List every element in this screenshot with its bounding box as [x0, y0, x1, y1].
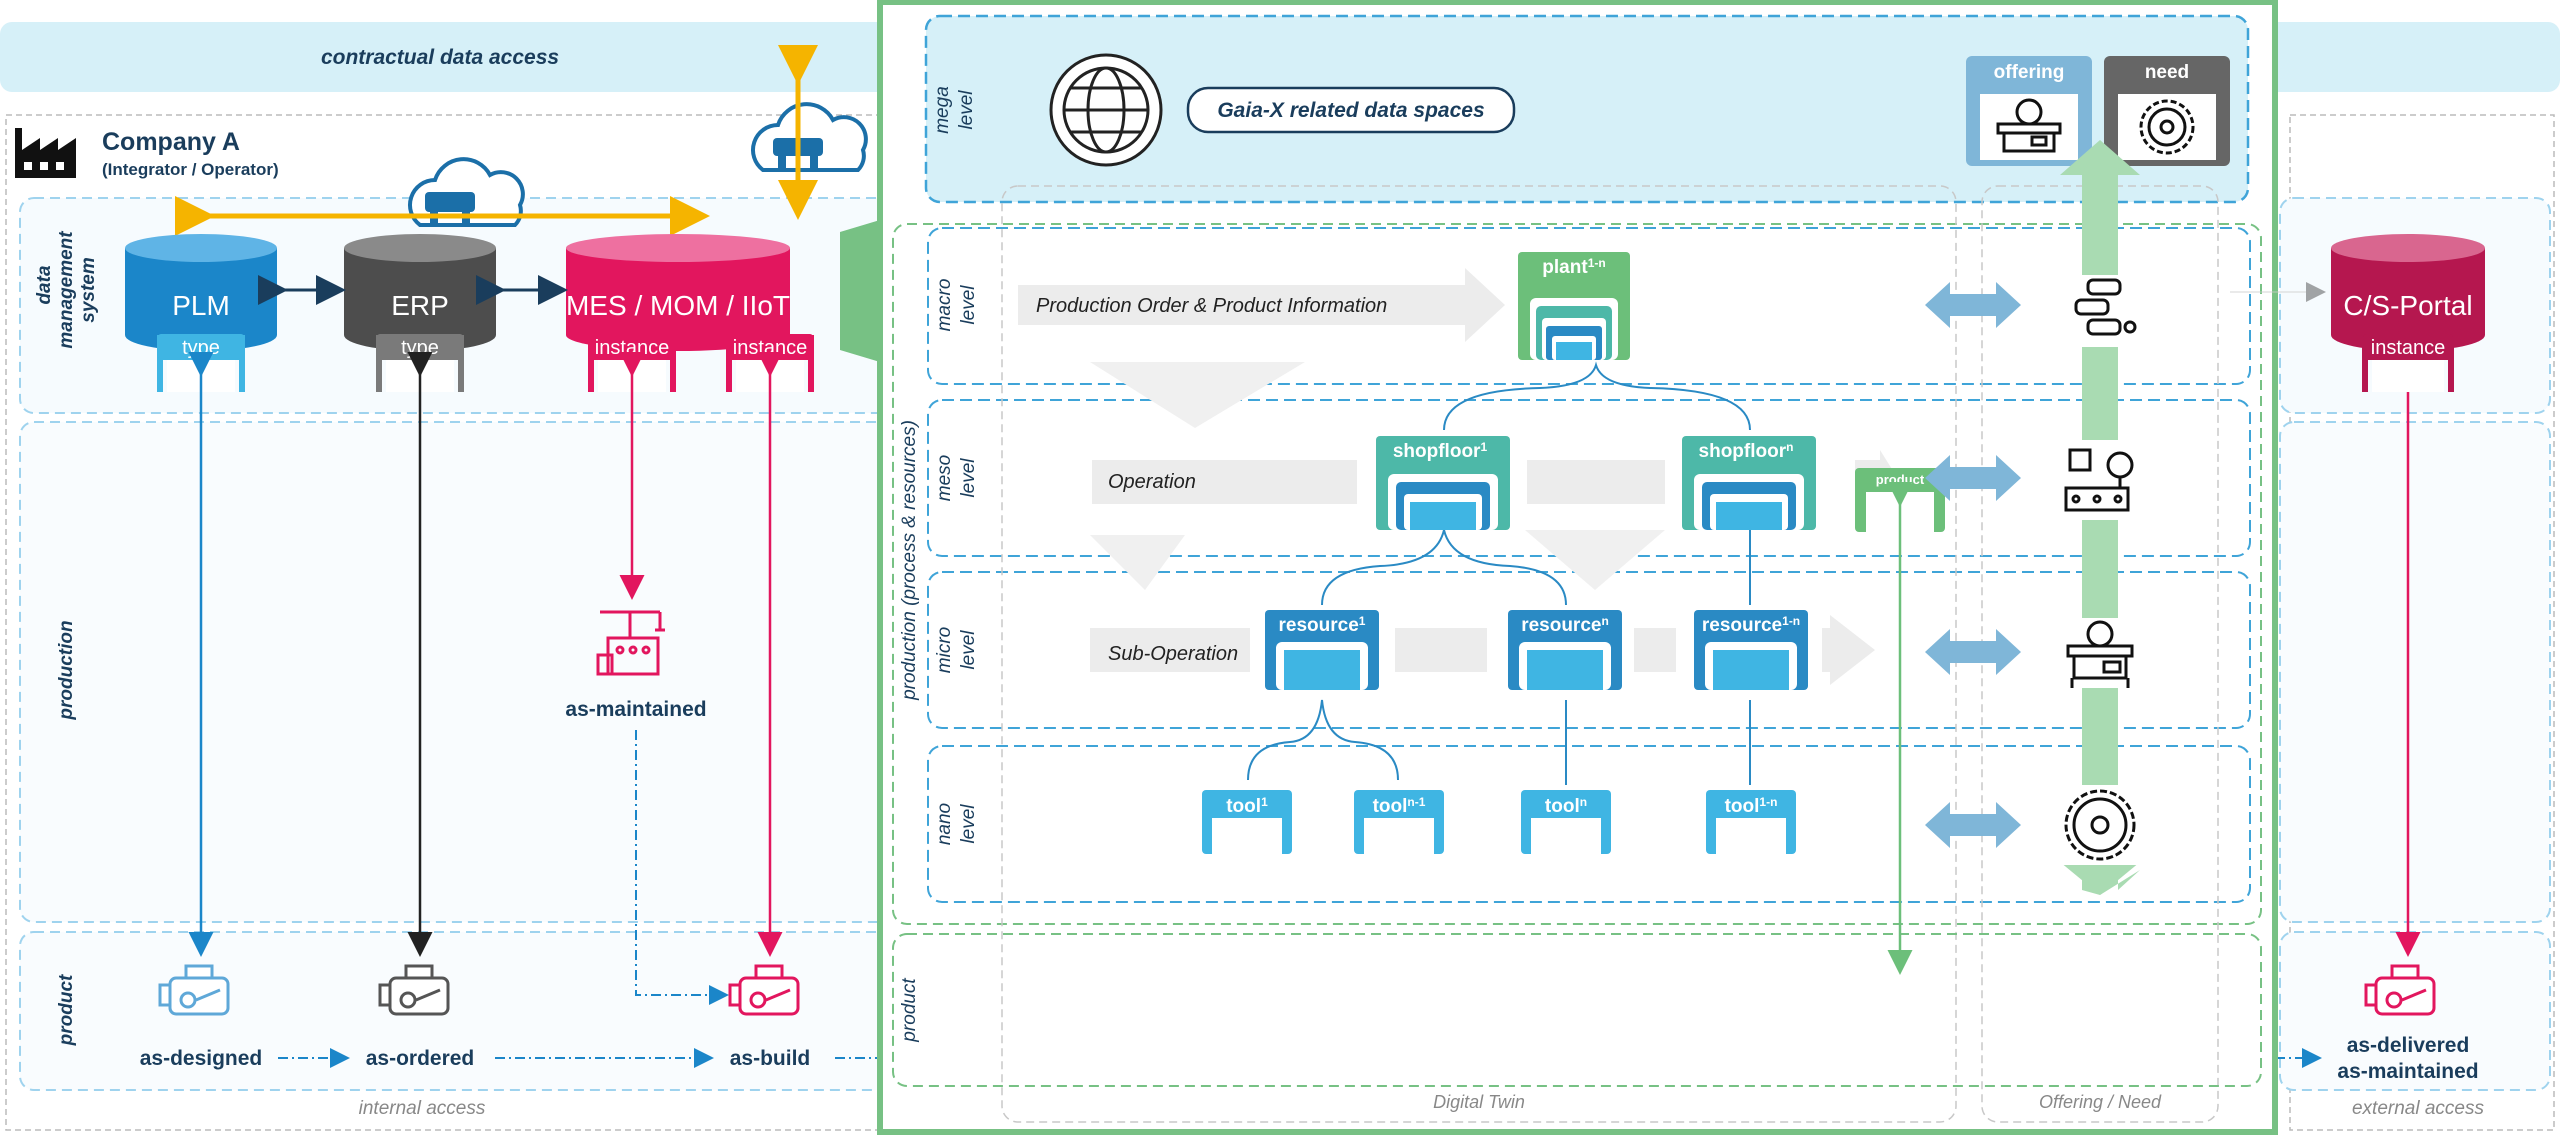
resource-1n-label: resource1-n [1702, 614, 1800, 636]
nano-level-label-1: nano [934, 803, 955, 845]
production-group-label: production (process & resources) [899, 420, 920, 701]
production-line-icon [2062, 440, 2138, 520]
shopfloor-1-node [1376, 436, 1510, 530]
internal-access-label: internal access [359, 1098, 486, 1119]
resource-1-node [1265, 610, 1379, 690]
macro-level-label-2: level [958, 285, 979, 325]
macro-flow-label: Production Order & Product Information [1036, 295, 1387, 317]
cs-portal-database [2331, 234, 2485, 392]
robot-arm-icon [596, 610, 665, 676]
macro-flow-arrow [1018, 268, 1505, 342]
mega-level-label-2: level [956, 90, 977, 130]
engine-icon [158, 964, 230, 1016]
erp-name: ERP [391, 290, 449, 321]
row-label-product: product [56, 974, 77, 1046]
as-delivered-label: as-delivered [2347, 1034, 2470, 1057]
shopfloor-n-label: shopfloorn [1699, 440, 1794, 462]
tool-1-label: tool1 [1226, 795, 1268, 817]
cs-portal-tab: instance [2371, 337, 2446, 359]
micro-level-label-2: level [958, 630, 979, 670]
mega-level-label-1: mega [932, 86, 953, 134]
product-level-panel [892, 933, 2262, 1087]
meso-level-label-2: level [958, 458, 979, 498]
row-production-ext [2279, 421, 2551, 923]
tool-n1-node [1354, 790, 1444, 854]
meso-level-label-1: meso [934, 455, 955, 501]
offering-need-label: Offering / Need [2039, 1092, 2162, 1112]
process-flow-icon [2074, 275, 2146, 347]
cs-portal-name: C/S-Portal [2343, 290, 2472, 321]
mes-tab-1: instance [595, 337, 670, 359]
engine-icon [728, 964, 800, 1016]
tool-1-node [1202, 790, 1292, 854]
gaiax-pill [1186, 86, 1516, 134]
mega-level-panel [924, 14, 2250, 204]
meso-flow-bar [1092, 460, 1357, 504]
meso-flow-label: Operation [1108, 471, 1196, 493]
shopfloor-n-node [1682, 436, 1816, 530]
tool-n-node [1521, 790, 1611, 854]
plant-node [1518, 252, 1630, 360]
as-ordered-label: as-ordered [366, 1047, 475, 1070]
plm-database [125, 234, 277, 392]
row-product [19, 931, 901, 1091]
tool-n-label: tooln [1545, 795, 1587, 817]
gaiax-label: Gaia-X related data spaces [1217, 99, 1484, 122]
resource-1n-node [1694, 610, 1808, 690]
need-label: need [2145, 62, 2189, 83]
tool-1n-node [1706, 790, 1796, 854]
offering-label: offering [1994, 62, 2065, 83]
row-label-dms-3: system [78, 257, 99, 323]
as-delivered-maint-label: as-maintained [2337, 1060, 2478, 1083]
mes-into-frame [840, 220, 880, 362]
circular-saw-icon [2139, 99, 2195, 155]
product-level-label: product [899, 978, 920, 1043]
plm-tab: type [182, 337, 220, 359]
row-production [19, 421, 901, 923]
nano-level-label-2: level [958, 804, 979, 844]
engine-icon [2364, 964, 2436, 1016]
micro-flow-label: Sub-Operation [1108, 643, 1238, 665]
maint-build-link [635, 730, 729, 1005]
globe-icon [1049, 53, 1163, 167]
cloud-icon [751, 102, 868, 172]
circular-saw-icon [2058, 785, 2142, 865]
external-access-label: external access [2352, 1098, 2485, 1119]
erp-tab: type [401, 337, 439, 359]
macro-level-label-1: macro [934, 279, 955, 332]
internal-frame [5, 114, 887, 1131]
exchange-arrows [1925, 282, 2021, 848]
row-label-production: production [56, 620, 77, 720]
erp-database [344, 234, 496, 392]
resource-n-node [1508, 610, 1622, 690]
micro-level-label-1: micro [934, 627, 955, 673]
tool-1n-label: tool1-n [1725, 795, 1778, 817]
resource-1-label: resource1 [1279, 614, 1366, 636]
as-designed-label: as-designed [140, 1047, 263, 1070]
row-label-dms-1: data [34, 265, 55, 305]
tool-n1-label: tooln-1 [1373, 795, 1426, 817]
contractual-label: contractual data access [321, 46, 559, 69]
row-label-dms-2: management [56, 231, 77, 349]
saw-machine-icon [1996, 98, 2062, 153]
plm-name: PLM [172, 290, 230, 321]
company-role: (Integrator / Operator) [102, 160, 279, 179]
production-group-frame [892, 223, 2262, 925]
factory-icon [15, 128, 76, 178]
micro-flow-bar [1090, 628, 1250, 672]
plant-label: plant1-n [1542, 256, 1605, 278]
as-build-label: as-build [730, 1047, 811, 1070]
digital-twin-label: Digital Twin [1433, 1092, 1525, 1112]
mes-tab-2: instance [733, 337, 808, 359]
as-maintained-label: as-maintained [565, 698, 706, 721]
product-node-label: product [1876, 472, 1925, 487]
company-name: Company A [102, 128, 240, 156]
mes-name: MES / MOM / IIoT [566, 290, 790, 321]
mes-database [566, 234, 814, 392]
engine-icon [378, 964, 450, 1016]
resource-n-label: resourcen [1521, 614, 1609, 636]
shopfloor-1-label: shopfloor1 [1393, 440, 1488, 462]
saw-machine-icon [2060, 618, 2140, 688]
